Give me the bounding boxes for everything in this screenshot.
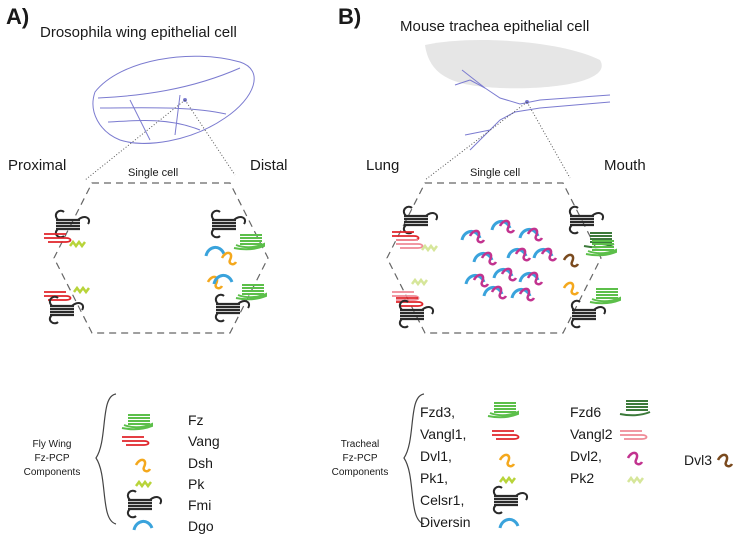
legend-icons-b2 (619, 400, 734, 484)
legend-dgo: Dgo (188, 518, 214, 534)
lung-complex-top (391, 205, 439, 252)
legend-brace-a (95, 393, 117, 525)
zoom-line-right-b (526, 101, 571, 179)
distal-label: Distal (250, 157, 288, 174)
panel-b-label: B) (338, 4, 362, 29)
dgo-icon (132, 519, 154, 532)
dsh-icon (134, 458, 152, 473)
legend-fmi: Fmi (188, 497, 212, 513)
zoom-line-right-a (184, 99, 236, 176)
cytoplasmic-dvl-cluster (460, 219, 558, 302)
mouth-complex-top (562, 205, 617, 268)
zoom-line-left-b (424, 101, 528, 181)
legend-fzd3: Fzd3, (420, 404, 456, 420)
single-cell-label-a: Single cell (128, 167, 179, 179)
pk-icon (134, 480, 153, 488)
mouth-complex-bottom (562, 281, 621, 329)
legend-caption-b: Tracheal Fz-PCP Components (331, 439, 389, 478)
panel-b-title: Mouse trachea epithelial cell (400, 18, 590, 35)
legend-vangl1: Vangl1, (420, 426, 467, 442)
legend-icons-b1 (487, 402, 529, 530)
pk1-icon (498, 476, 517, 484)
proximal-complex-top (43, 209, 91, 248)
panel-a-title: Drosophila wing epithelial cell (40, 24, 237, 41)
lung-label: Lung (366, 157, 400, 174)
lung-shape (425, 40, 602, 89)
fz-icon (121, 414, 153, 431)
lung-complex-bottom (391, 278, 435, 329)
distal-complex-bottom (206, 273, 267, 323)
dvl2-icon (626, 451, 644, 466)
diversin-icon (498, 517, 520, 530)
mouth-label: Mouth (604, 157, 646, 174)
fmi-icon (126, 489, 163, 519)
zoom-line-left-a (84, 99, 186, 181)
legend-fz: Fz (188, 412, 204, 428)
legend-brace-b (403, 393, 425, 525)
pk2-icon (626, 476, 645, 484)
fzd3-icon (487, 402, 519, 419)
legend-vangl2: Vangl2 (570, 426, 613, 442)
proximal-label: Proximal (8, 157, 67, 174)
vangl2-icon (619, 430, 648, 440)
legend-dvl2: Dvl2, (570, 448, 602, 464)
legend-icons-a (121, 414, 163, 532)
legend-celsr1: Celsr1, (420, 492, 465, 508)
legend-dvl1: Dvl1, (420, 448, 452, 464)
cell-hexagon-b (386, 182, 602, 334)
legend-vang: Vang (188, 433, 220, 449)
legend-diversin: Diversin (420, 514, 471, 530)
distal-complex-top (204, 209, 265, 266)
legend-dsh: Dsh (188, 455, 213, 471)
dvl1-icon (498, 453, 516, 468)
vangl1-icon (491, 430, 520, 440)
fzd6-icon (619, 400, 651, 417)
cell-hexagon-a (53, 182, 269, 334)
legend-caption-a: Fly Wing Fz-PCP Components (23, 439, 81, 478)
legend-dvl3: Dvl3 (684, 452, 713, 468)
wing-outline (92, 55, 255, 144)
celsr1-icon (492, 485, 529, 515)
legend-fzd6: Fzd6 (570, 404, 602, 420)
proximal-complex-bottom (43, 286, 91, 325)
legend-pk: Pk (188, 476, 205, 492)
panel-a-label: A) (6, 4, 30, 29)
vang-icon (121, 436, 150, 446)
legend-pk1: Pk1, (420, 470, 449, 486)
legend-pk2: Pk2 (570, 470, 595, 486)
single-cell-label-b: Single cell (470, 167, 521, 179)
dvl3-icon (716, 453, 734, 468)
